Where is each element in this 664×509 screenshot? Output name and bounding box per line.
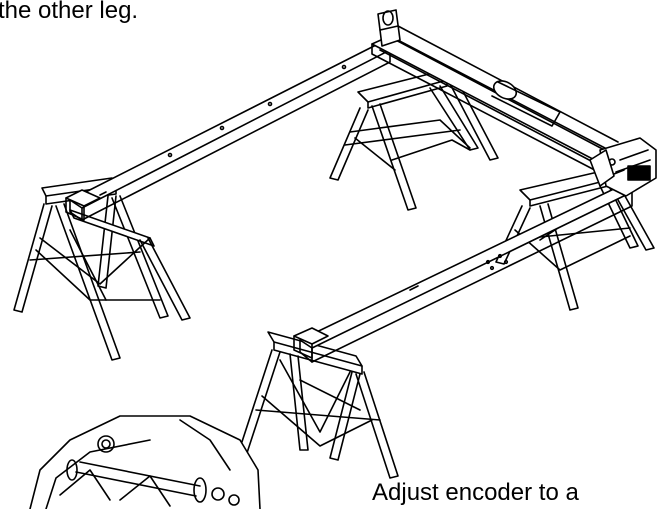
caption-bottom: Adjust encoder to a [372,479,579,506]
detail-inset-encoder [30,416,260,509]
cross-gantry [372,10,656,196]
right-rail [294,186,632,362]
sawhorse-right [496,172,654,310]
caption-top: the other leg. [0,0,139,24]
sawhorse-back [330,72,498,210]
sawhorse-front [238,332,398,478]
sawhorse-left [14,178,190,360]
